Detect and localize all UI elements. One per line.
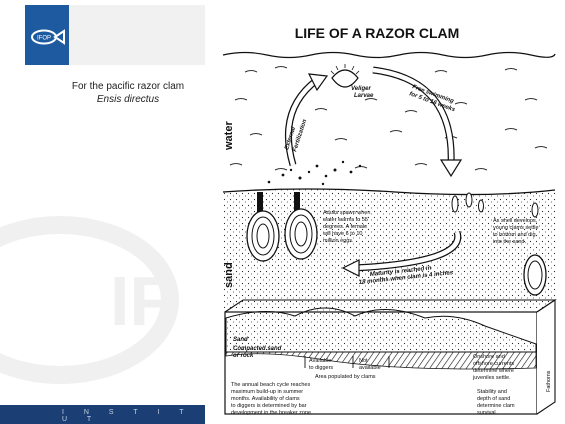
caption-scientific-name: Ensis directus: [58, 93, 198, 106]
label-area-populated: Area populated by clams: [315, 374, 376, 380]
free-swimming-arrow-head: [441, 160, 461, 176]
label-compacted-line2: or rock: [233, 353, 254, 359]
label-adults-spawn-line1: Adults spawn when: [323, 210, 370, 216]
label-shell-develops-line2: young clams settle: [493, 225, 539, 231]
eggs-cluster: [268, 161, 362, 185]
label-beach-cycle-line4: to diggers is determined by bar: [231, 403, 307, 409]
label-shell-develops-line4: into the sand.: [493, 239, 526, 245]
fish-logo-icon: IFOP: [25, 5, 69, 65]
label-stability-line1: Stability and: [477, 389, 507, 395]
diagram-title: LIFE OF A RAZOR CLAM: [295, 25, 460, 41]
maturing-clam-icon: [524, 255, 546, 295]
label-available-line1: Available: [309, 358, 331, 364]
label-onshore-line2: offshore currents: [473, 361, 514, 367]
label-stability-line4: survival.: [477, 410, 498, 416]
label-beach-cycle-line2: maximum build-up in summer: [231, 389, 303, 395]
label-veliger-line1: Veliger: [351, 86, 371, 92]
caption: For the pacific razor clam Ensis directu…: [58, 80, 198, 106]
free-swimming-arrow: [373, 70, 451, 165]
label-stability-line3: determine clam: [477, 403, 515, 409]
water-wave-marks: [230, 67, 547, 171]
label-shell-develops-line3: to bottom and dig: [493, 232, 536, 238]
label-onshore-line4: juveniles settle.: [472, 375, 511, 381]
water-surface-line: [223, 53, 555, 58]
footer-text: I N S T I T U T: [62, 409, 205, 423]
razor-clam-lifecycle-diagram: LIFE OF A RAZOR CLAM water sand Veliger …: [205, 0, 565, 424]
zone-label-water: water: [223, 121, 235, 151]
label-veliger-line2: Larvae: [354, 93, 374, 99]
header-band: [69, 5, 205, 65]
label-not-available-line2: available: [359, 365, 381, 371]
ifop-logo: IFOP: [25, 5, 69, 65]
label-adults-spawn-line5: million eggs.: [323, 238, 354, 244]
label-beach-cycle-line1: The annual beach cycle reaches: [231, 382, 310, 388]
label-not-available-line1: Not: [359, 358, 368, 364]
veliger-larva-icon: [331, 64, 359, 87]
label-adults-spawn-line2: water warms to 55: [322, 217, 368, 223]
label-adults-spawn-line3: degrees. A female: [323, 224, 367, 230]
label-onshore-line3: determine where: [473, 368, 514, 374]
label-beach-cycle-line5: development in the breaker zone.: [231, 410, 313, 416]
logo-text: IFOP: [37, 36, 51, 42]
watermark-logo: IF: [0, 150, 205, 400]
svg-text:IF: IF: [110, 262, 172, 340]
label-compacted-line1: Compacted sand: [233, 346, 282, 352]
label-beach-cycle-line3: months. Availability of clams: [231, 396, 300, 402]
sidebar: IFOP For the pacific razor clam Ensis di…: [0, 0, 205, 424]
label-shell-develops-line1: As shell develops,: [493, 218, 538, 224]
label-fathoms: Fathoms: [546, 370, 552, 392]
caption-line1: For the pacific razor clam: [72, 81, 184, 92]
label-onshore-line1: Onshore and: [473, 354, 505, 360]
label-sand: Sand: [233, 337, 248, 343]
label-available-line2: to diggers: [309, 365, 333, 371]
label-stability-line2: depth of sand: [477, 396, 510, 402]
label-adults-spawn-line4: will have 6 to 10: [322, 231, 362, 237]
